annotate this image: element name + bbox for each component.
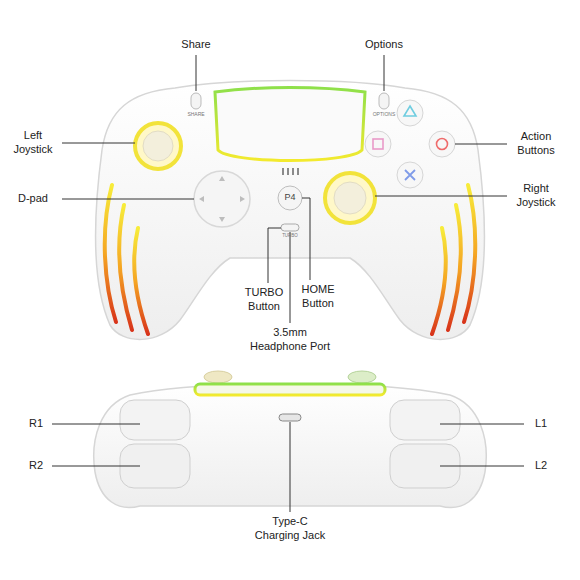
joystick-top	[348, 371, 376, 383]
touchpad	[215, 88, 365, 161]
button-print: OPTIONS	[364, 111, 404, 117]
part-label: HOME Button	[296, 283, 340, 311]
button-print: P4	[280, 192, 300, 203]
part-label: Right Joystick	[510, 182, 562, 210]
part-label: Type-C Charging Jack	[250, 515, 330, 543]
controller-top-view	[95, 81, 484, 340]
options-button	[379, 93, 389, 109]
part-label: 3.5mm Headphone Port	[247, 326, 333, 354]
part-label: Left Joystick	[7, 129, 59, 157]
home-button	[278, 186, 302, 210]
speaker-grille	[283, 168, 298, 175]
right-joystick	[325, 173, 375, 223]
part-label: Action Buttons	[510, 130, 562, 158]
l1-trigger	[390, 400, 460, 440]
part-label: R1	[21, 417, 51, 431]
part-label: L1	[526, 417, 556, 431]
usb-c-port	[279, 414, 301, 421]
part-label: TURBO Button	[242, 286, 286, 314]
share-button	[191, 93, 201, 109]
part-label: R2	[21, 459, 51, 473]
light-bar	[195, 384, 385, 395]
action-buttons	[365, 100, 455, 188]
button-print: TURBO	[275, 233, 305, 239]
controller-body	[95, 81, 484, 340]
light-stripes	[105, 185, 475, 334]
part-label: Options	[354, 38, 414, 52]
d-pad	[194, 171, 250, 227]
turbo-button	[281, 224, 299, 231]
left-joystick	[135, 123, 181, 169]
leader-lines	[52, 55, 524, 512]
r1-trigger	[120, 400, 190, 440]
joystick-top	[204, 371, 232, 383]
part-label: D-pad	[7, 192, 59, 206]
part-label: L2	[526, 459, 556, 473]
button-print: SHARE	[176, 111, 216, 117]
part-label: Share	[166, 38, 226, 52]
